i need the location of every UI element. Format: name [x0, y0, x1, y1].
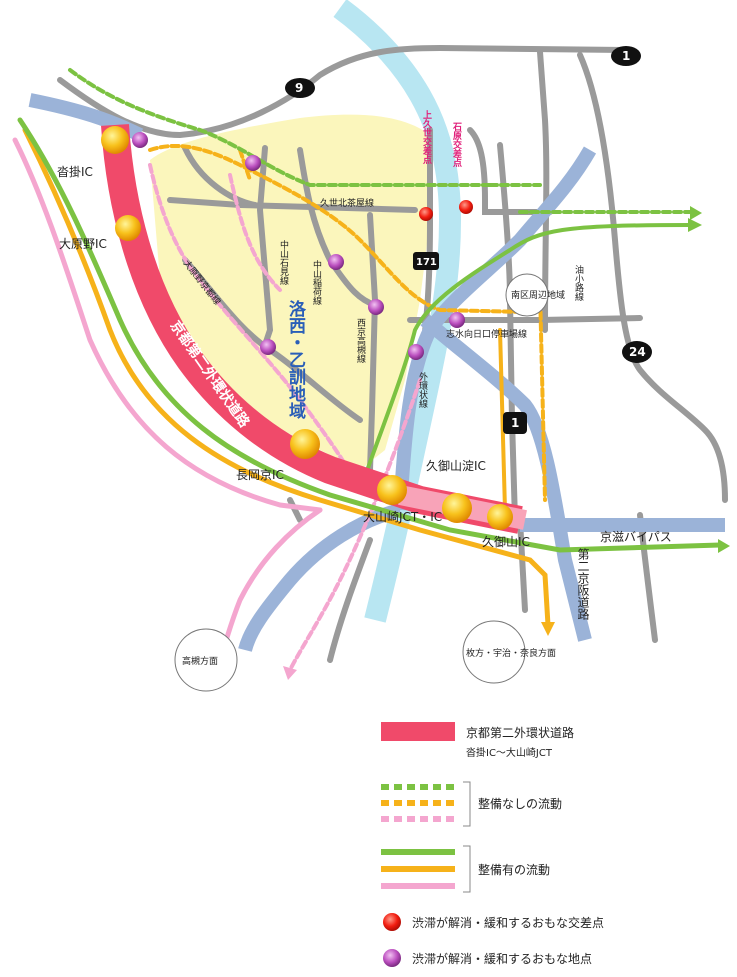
flow-orange	[22, 127, 551, 628]
road-label-kumiyama-line: 外環状線	[417, 371, 428, 408]
region-label: 洛西・乙訓地域	[285, 299, 306, 420]
legend-swatch-expressway	[381, 722, 455, 741]
arrow-south-orange	[541, 622, 555, 636]
road-label-kuze: 久世北茶屋線	[320, 197, 374, 209]
arrow-east-3	[718, 539, 730, 553]
svg-text:9: 9	[295, 81, 303, 95]
road-label-nakayama-inari: 中山稲荷線	[311, 259, 322, 305]
ic-label-kumiyama: 久御山IC	[482, 534, 530, 549]
ic-label-kutsukake: 沓掛IC	[57, 164, 93, 179]
svg-text:171: 171	[416, 257, 437, 268]
interchange-balls	[101, 126, 513, 530]
intersection-dot-ishiharajo	[459, 200, 473, 214]
road-label-aburanokoji: 油小路線	[573, 264, 584, 301]
svg-text:1: 1	[511, 416, 519, 430]
legend-red-dot: 渋滞が解消・緩和するおもな交差点	[412, 915, 604, 930]
route-badge-171: 171	[413, 252, 439, 270]
road-label-nishikyo: 西京高槻線	[355, 318, 366, 363]
arrow-east-2	[688, 218, 702, 232]
minamiku-label: 南区周辺地域	[511, 289, 565, 301]
point-dots	[132, 132, 465, 360]
road-label-shimizu: 志水向日口停車場線	[446, 328, 527, 340]
route-badge-1-north: 1	[611, 46, 641, 66]
route-badge-9: 9	[285, 78, 315, 98]
ic-label-kumiyama-yodo: 久御山淀IC	[426, 458, 486, 473]
road-label-daini-keihan: 第二京阪道路	[576, 548, 590, 621]
legend: 京都第二外環状道路 沓掛IC～大山崎JCT 整備なしの流動 整備有の流動 渋滞が…	[381, 722, 604, 967]
svg-text:1: 1	[622, 49, 630, 63]
legend-purple-dot: 渋滞が解消・緩和するおもな地点	[412, 951, 592, 966]
minamiku-circle	[505, 273, 549, 317]
arrow-sw-pink-2	[283, 666, 297, 680]
ic-label-oharano: 大原野IC	[59, 237, 107, 251]
ic-label-nagaokakyo: 長岡京IC	[236, 468, 284, 482]
destination-label-hirakata: 枚方・宇治・奈良方面	[466, 647, 556, 659]
svg-text:24: 24	[629, 345, 646, 359]
destination-circle-takatsuki	[174, 628, 238, 692]
intersection-dot-kamikuze	[419, 207, 433, 221]
legend-flow-with: 整備有の流動	[478, 862, 550, 877]
destination-circle-hirakata	[462, 620, 526, 684]
ic-label-oyamazaki: 大山崎JCT・IC	[363, 510, 442, 524]
legend-flow-without: 整備なしの流動	[478, 796, 562, 811]
intersection-label-kamikuze: 上久世交差点	[421, 109, 432, 165]
route-badge-24: 24	[622, 341, 652, 363]
road-label-keikyo: 京滋バイパス	[600, 530, 672, 544]
legend-expressway-sub: 沓掛IC～大山崎JCT	[466, 746, 553, 759]
flow-green	[17, 68, 723, 553]
arrow-east-1	[690, 206, 702, 220]
road-label-nakayama-ishimi: 中山石見線	[278, 239, 289, 285]
legend-expressway: 京都第二外環状道路	[466, 725, 574, 740]
intersection-label-ishiharajo: 石原交差点	[451, 122, 463, 168]
route-badge-1-south: 1	[503, 412, 527, 434]
svg-text:洛西・乙訓地域: 洛西・乙訓地域	[285, 299, 306, 420]
destination-label-takatsuki: 高槻方面	[182, 655, 218, 667]
